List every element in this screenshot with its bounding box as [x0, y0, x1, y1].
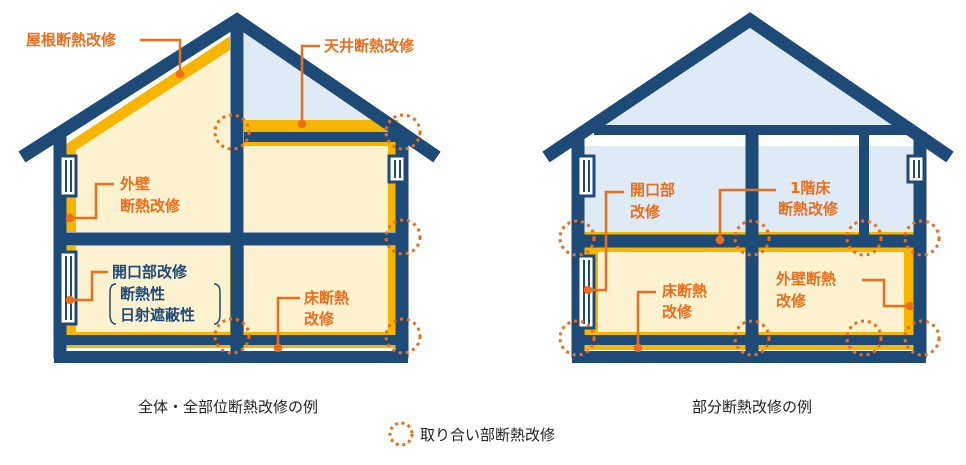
right-floor-callout-line: [636, 290, 656, 348]
right-upper-window: [387, 154, 407, 184]
right-floor2-callout-line: [718, 188, 776, 240]
legend: 取り合い部断熱改修: [388, 421, 555, 447]
junction-marker: [903, 319, 941, 357]
opening-label-line2: 断熱性: [120, 285, 165, 303]
legend-label: 取り合い部断熱改修: [420, 426, 555, 444]
left-sloped-room: [76, 50, 230, 232]
wall-callout-line: [70, 182, 114, 220]
left-ground-left-room: [76, 246, 230, 332]
junction-marker: [213, 317, 251, 355]
right-ground-right-room: [758, 252, 904, 332]
right-opening-label-line2: 改修: [630, 203, 661, 221]
right-left-upper-window: [576, 154, 596, 198]
left-lower-window: [58, 250, 78, 326]
opening-bracket-left: [109, 283, 117, 325]
dotted-circle-icon: [388, 421, 414, 447]
floor-insulation-label-line1: 床断熱: [304, 289, 349, 307]
right-opening-callout-line: [588, 190, 624, 292]
left-ground-right-room: [244, 246, 388, 332]
right-floor2-label-line1: 1階床: [790, 179, 831, 197]
opening-callout-line: [70, 270, 108, 302]
wall-insulation-label-line1: 外壁: [119, 175, 150, 193]
junction-marker: [384, 317, 422, 355]
junction-marker: [558, 219, 596, 257]
right-wall-label-line2: 改修: [776, 292, 807, 310]
opening-bracket-right: [213, 283, 221, 325]
junction-marker: [845, 219, 883, 257]
floor-callout-line: [276, 296, 300, 348]
ceiling-insulation-label: 天井断熱改修: [324, 37, 415, 55]
left-upper-right-room: [244, 146, 388, 232]
right-ground-left-room: [598, 252, 746, 332]
right-floor-label-line2: 改修: [662, 303, 693, 321]
left-caption: 全体・全部位断熱改修の例: [138, 398, 318, 416]
right-wall-callout-line: [862, 278, 910, 308]
junction-marker: [733, 219, 771, 257]
junction-marker: [733, 319, 771, 357]
right-right-upper-window: [906, 154, 926, 184]
left-house: 屋根断熱改修 天井断熱改修 外壁 断熱改修 開口部改修 断熱性 日射遮蔽性 床断…: [18, 12, 441, 416]
right-house: 開口部 改修 1階床 断熱改修 床断熱 改修 外壁断熱 改修 部分断熱改修の例: [542, 12, 954, 416]
ceiling-callout-line: [300, 44, 320, 124]
floor-insulation-label-line2: 改修: [304, 310, 335, 328]
right-floor-label-line1: 床断熱: [662, 282, 707, 300]
left-upper-window: [58, 154, 78, 198]
wall-insulation-label-line2: 断熱改修: [120, 197, 181, 215]
right-wall-label-line1: 外壁断熱: [775, 270, 836, 288]
junction-marker: [384, 218, 422, 256]
right-attic: [594, 28, 908, 130]
opening-label-line1: 開口部改修: [112, 263, 188, 281]
junction-marker: [384, 113, 422, 151]
junction-marker: [845, 319, 883, 357]
right-roof-frame: [542, 12, 954, 163]
right-caption: 部分断熱改修の例: [692, 398, 812, 416]
roof-insulation-label: 屋根断熱改修: [26, 31, 117, 49]
opening-label-line3: 日射遮蔽性: [120, 306, 195, 324]
junction-marker: [558, 319, 596, 357]
right-floor2-label-line2: 断熱改修: [778, 200, 839, 218]
junction-marker: [903, 219, 941, 257]
left-ceiling-insulation: [244, 120, 398, 132]
roof-callout-line: [140, 38, 182, 72]
junction-marker: [213, 113, 251, 151]
right-opening-label-line1: 開口部: [630, 181, 675, 199]
